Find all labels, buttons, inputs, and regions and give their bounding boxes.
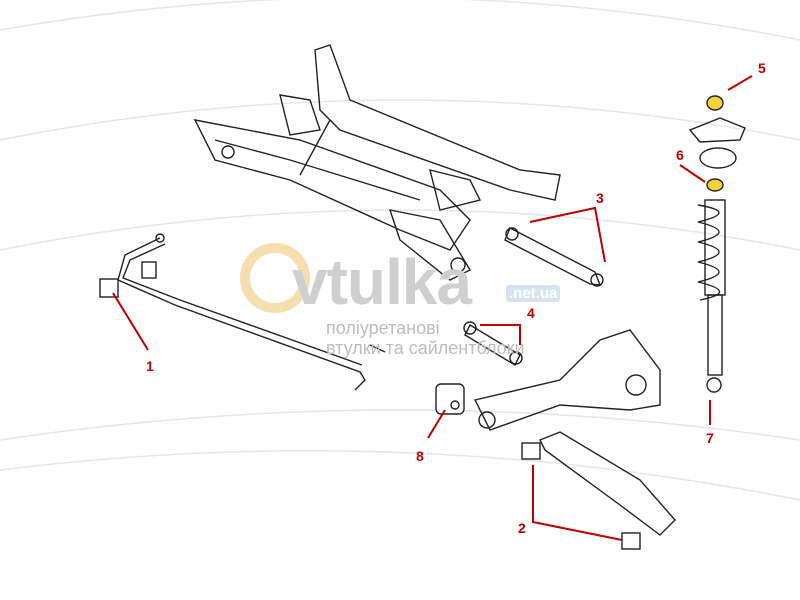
- upper-arm: [504, 227, 604, 287]
- callout-5: 5: [758, 60, 766, 76]
- callout-3: 3: [596, 190, 604, 206]
- toe-link: [463, 321, 523, 366]
- shock-assembly: [688, 95, 746, 393]
- knuckle-trailing-arm: [473, 329, 661, 431]
- background-arcs: [0, 0, 800, 501]
- stabilizer-bar: [99, 233, 386, 391]
- subframe: [193, 44, 561, 281]
- callout-leaders: [112, 75, 753, 541]
- watermark-domain: .net.ua: [506, 285, 561, 302]
- watermark-logo-ring: [240, 243, 310, 313]
- watermark-brand: vtulka: [292, 246, 472, 318]
- trailing-arm-bushing: [435, 383, 465, 415]
- watermark-line2: втулки та сайлентблоки: [326, 338, 525, 358]
- callout-1: 1: [146, 358, 154, 374]
- callout-2: 2: [518, 520, 526, 536]
- callout-8: 8: [416, 448, 424, 464]
- callout-4: 4: [527, 305, 535, 321]
- callout-7: 7: [706, 430, 714, 446]
- lower-arm: [521, 431, 676, 550]
- watermark-line1: поліуретанові: [326, 318, 440, 338]
- callout-6: 6: [676, 147, 684, 163]
